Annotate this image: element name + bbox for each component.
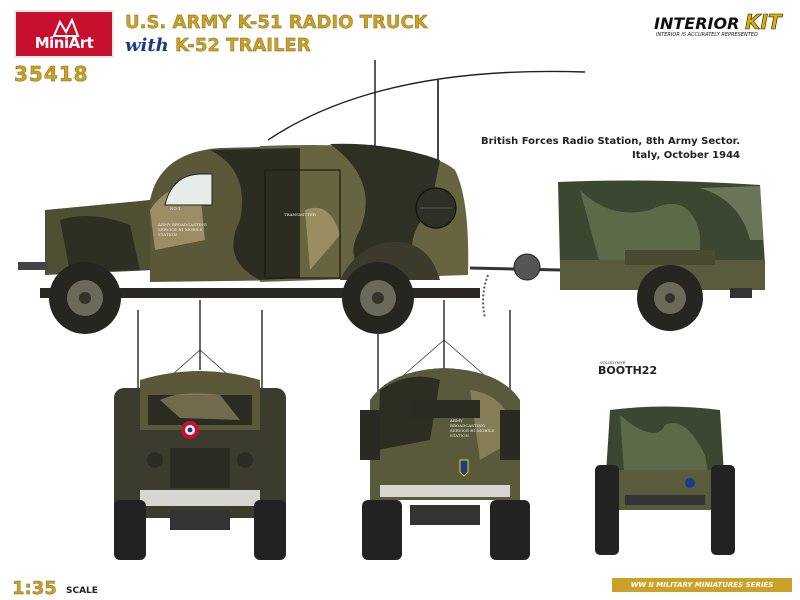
- door-label: TRANSMITTER: [284, 212, 316, 217]
- badge-kit: KIT: [744, 10, 782, 35]
- title-with: with: [125, 35, 169, 56]
- scale-label: SCALE: [66, 586, 98, 596]
- trailer-light: [730, 288, 752, 298]
- trailer-jockey-wheel: [513, 253, 541, 281]
- trailer-camo-2: [700, 186, 763, 240]
- rear-body-label: ARMY BROADCASTING SERVICE B1 MOBILE STAT…: [450, 418, 495, 438]
- camo-blotch-1: [60, 216, 140, 272]
- logo-text: MiniArt: [34, 34, 94, 52]
- front-wheel: [49, 262, 121, 334]
- camo-blotch-2: [210, 148, 300, 280]
- scale-value: 1:35: [12, 578, 57, 599]
- camo-blotch-5: [305, 207, 340, 270]
- booth-label: BOOTH22: [598, 364, 658, 377]
- side-body-label: ARMY BROADCASTING SERVICE B1 MOBILE STAT…: [158, 222, 207, 237]
- front-view-illustration: [114, 300, 286, 560]
- trailer-wheel: [637, 265, 703, 331]
- tow-chain: [482, 274, 489, 319]
- miniart-logo: MiniArt: [14, 10, 114, 58]
- interior-kit-badge: INTERIOR KIT INTERIOR IS ACCURATELY REPR…: [654, 10, 784, 38]
- caption-line-1: British Forces Radio Station, 8th Army S…: [480, 136, 740, 147]
- caption-line-2: Italy, October 1944: [632, 150, 740, 161]
- badge-main: INTERIOR KIT: [654, 10, 782, 35]
- cab-window: [164, 173, 213, 206]
- trailer-rear-view-illustration: [595, 406, 735, 555]
- camo-blotch-3: [330, 143, 440, 278]
- rear-view-illustration: [360, 300, 530, 560]
- badge-sub: INTERIOR IS ACCURATELY REPRESENTED: [656, 32, 758, 38]
- series-banner: WW II MILITARY MINIATURES SERIES: [612, 578, 792, 592]
- kit-number: 35418: [14, 62, 89, 87]
- title-line-2: with K-52 TRAILER: [125, 35, 311, 56]
- front-bumper: [18, 262, 48, 270]
- chassis-rail: [40, 288, 480, 298]
- trailer-camo-1: [580, 190, 700, 264]
- badge-interior: INTERIOR: [654, 14, 740, 33]
- side-door: [264, 169, 341, 279]
- rear-wheel: [342, 262, 414, 334]
- booth-sub: VOLODYMYR: [600, 360, 626, 365]
- whip-antenna: [267, 70, 586, 141]
- caption: British Forces Radio Station, 8th Army S…: [481, 135, 740, 163]
- logo-mark-icon: [52, 18, 80, 37]
- title-line-1: U.S. ARMY K-51 RADIO TRUCK: [125, 12, 428, 33]
- title-trailer: K-52 TRAILER: [175, 35, 311, 56]
- side-number-label: NO 1: [170, 206, 181, 211]
- side-view-illustration: [18, 60, 765, 334]
- trailer-mudguard: [625, 250, 715, 265]
